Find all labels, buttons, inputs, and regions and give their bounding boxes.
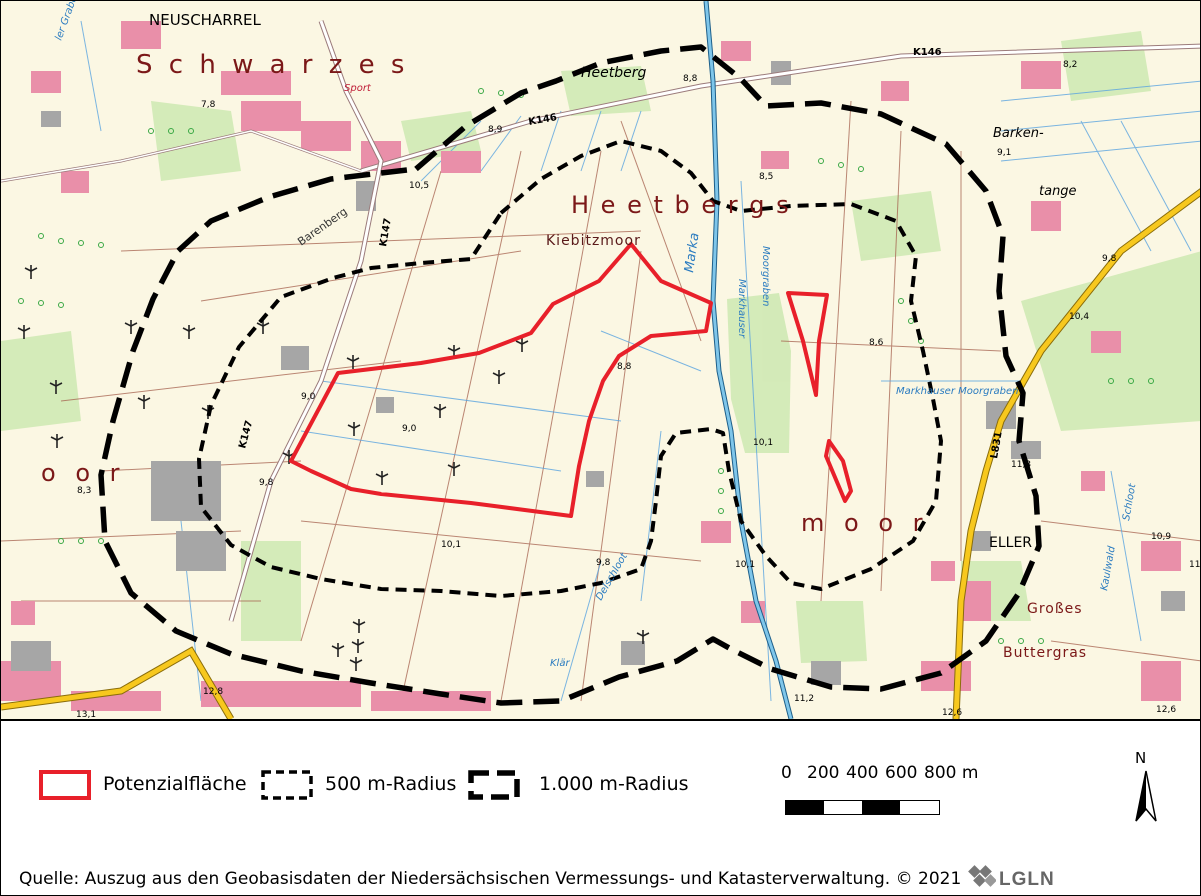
spot-height: 9,8 (596, 558, 611, 568)
spot-height: 11, (1189, 560, 1201, 570)
spot-height: 9,1 (997, 148, 1011, 158)
place-label-eller: ELLER (989, 535, 1032, 551)
spot-height: 8,5 (759, 172, 773, 182)
place-label-grosses: Großes (1027, 601, 1083, 617)
water-label-markhauser: Markhauser (736, 279, 747, 339)
spot-height: 8,2 (1063, 60, 1077, 70)
place-label-buttergras: Buttergras (1003, 645, 1087, 661)
drainage-ditches (80, 20, 1200, 702)
spot-height: 8,6 (869, 338, 884, 348)
potential-area-north-east (786, 291, 829, 397)
north-label: N (1135, 749, 1147, 767)
potential-area-south-east (824, 439, 853, 503)
place-label-kiebitzmoor: Kiebitzmoor (546, 233, 641, 249)
radius-1000m-outline (98, 44, 1042, 706)
spot-height: 10,4 (1069, 312, 1089, 322)
spot-height: 10,1 (735, 560, 755, 570)
legend-swatch-radius-1000 (468, 770, 520, 800)
field-boundaries (1, 100, 1200, 702)
scale-tick-label: 200 (807, 763, 840, 783)
potential-area-main (289, 242, 713, 518)
scale-tick-label: 400 (846, 763, 879, 783)
spot-heights: 7,8 8,9 8,8 8,2 10,5 9,1 8,5 9,8 10,4 8,… (76, 60, 1201, 719)
place-label-heetbergs: H e e t b e r g s (571, 191, 791, 219)
water-label-moorgraben: Moorgraben (760, 246, 771, 306)
spot-height: 9,0 (301, 392, 316, 402)
scale-bar-segment (862, 801, 900, 814)
scale-tick-label: 0 (781, 763, 792, 783)
place-label-moor-right: m o o r (801, 509, 929, 537)
scale-bar-segment (786, 801, 824, 814)
lgln-logo-icon (968, 865, 996, 887)
spot-height: 8,8 (683, 74, 698, 84)
spot-height: 10,9 (1151, 532, 1171, 542)
spot-height: 10,1 (441, 540, 461, 550)
spot-height: 8,8 (617, 362, 632, 372)
place-label-klaer: Klär (550, 658, 570, 669)
spot-height: 10,5 (409, 181, 429, 191)
spot-height: 13,1 (76, 710, 96, 719)
legend-label-potential-area: Potenzialfläche (103, 773, 247, 795)
spot-height: 9,0 (402, 424, 417, 434)
spot-height: 8,9 (488, 125, 503, 135)
spot-height: 11,3 (1011, 460, 1031, 470)
main-roads (1, 188, 1200, 719)
spot-height: 10,1 (753, 438, 773, 448)
place-label-barkentange-1: Barken- (993, 126, 1044, 141)
topographic-map: NEUSCHARREL Heetberg H e e t b e r g s S… (1, 1, 1201, 719)
spot-height: 8,3 (77, 486, 91, 496)
spot-height: 9,8 (1102, 254, 1117, 264)
legend-swatch-potential-area (39, 770, 91, 800)
scale-labels: 0 200 400 600 800 m (779, 763, 999, 785)
spot-height: 12,8 (203, 687, 223, 697)
source-note: Quelle: Auszug aus den Geobasisdaten der… (1, 855, 1200, 895)
woodland-areas (1, 31, 1200, 663)
spot-height: 9,8 (259, 478, 274, 488)
tree-rows (18, 88, 1154, 644)
spot-height: 11,2 (794, 694, 814, 704)
map-legend: Potenzialfläche 500 m-Radius 1.000 m-Rad… (1, 719, 1200, 857)
marka-river (703, 1, 794, 719)
radius-500m-outline (197, 139, 943, 598)
scale-bar (785, 800, 940, 815)
scale-tick-label: 600 (885, 763, 918, 783)
place-label-schwarzes: S c h w a r z e s (136, 50, 408, 80)
place-label-heetberg: Heetberg (581, 65, 646, 81)
source-text: Quelle: Auszug aus den Geobasisdaten der… (19, 869, 962, 889)
legend-label-radius-1000: 1.000 m-Radius (539, 773, 689, 795)
district-roads (1, 20, 1200, 622)
place-label-barkentange-2: tange (1039, 184, 1077, 199)
spot-height: 7,8 (201, 100, 216, 110)
place-label-sport: Sport (344, 83, 372, 94)
legend-swatch-radius-500 (261, 770, 313, 800)
place-label-neuscharrel: NEUSCHARREL (149, 11, 262, 29)
lgln-logo-text: LGLN (999, 869, 1055, 890)
road-label-k147-a: K147 (378, 217, 394, 247)
road-label-k146-top: K146 (913, 47, 942, 58)
north-arrow-icon (1135, 770, 1157, 822)
road-label-l831: L831 (989, 431, 1005, 460)
legend-label-radius-500: 500 m-Radius (325, 773, 457, 795)
road-label-k146-mid: K146 (528, 112, 558, 128)
place-label-moor-left: o o r (41, 459, 126, 487)
scale-tick-label: 800 m (924, 763, 979, 783)
spot-height: 12,6 (1156, 705, 1176, 715)
water-label-marka: Marka (682, 232, 702, 274)
water-label-markhauser-moorgraben: Markhauser Moorgraben (896, 386, 1019, 397)
spot-height: 12,6 (942, 708, 962, 718)
